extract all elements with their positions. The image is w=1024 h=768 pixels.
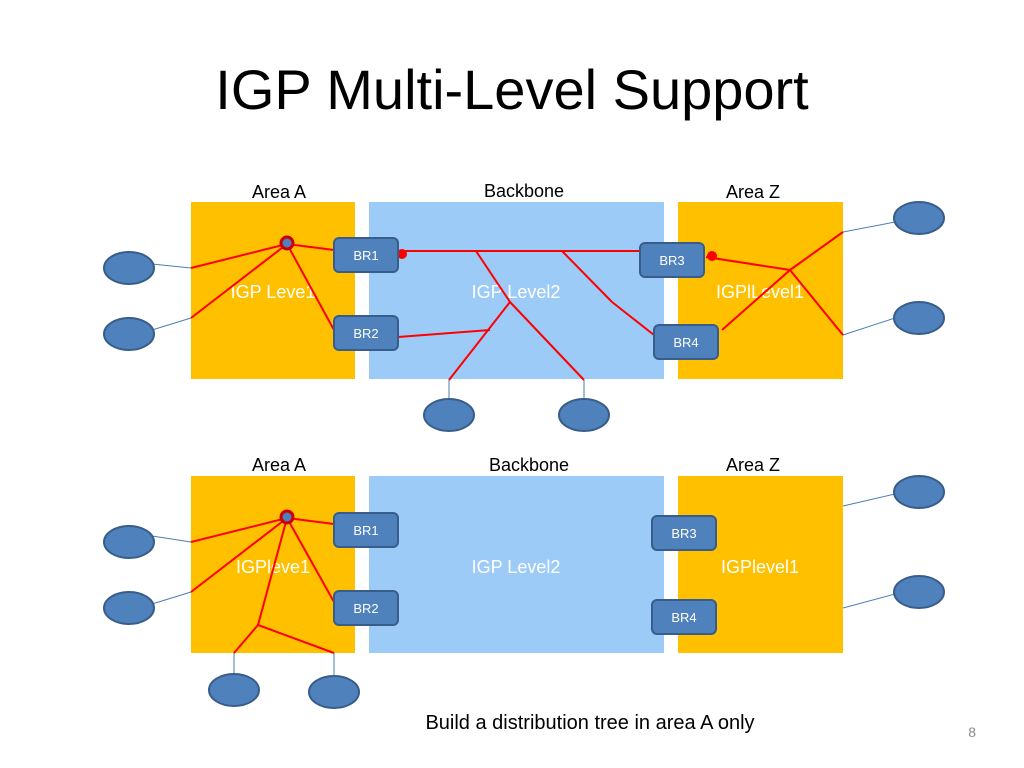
junction-dot	[707, 251, 717, 261]
access-link	[842, 221, 896, 233]
router-br3[interactable]: BR3	[639, 242, 705, 278]
host-node	[893, 575, 945, 609]
tree-line	[611, 301, 655, 336]
backbone-inner-label: IGP Level2	[472, 557, 561, 577]
tree-line	[190, 517, 288, 543]
router-label: BR2	[353, 326, 378, 341]
page-number: 8	[968, 724, 976, 740]
access-link	[842, 593, 896, 609]
access-link	[842, 493, 896, 507]
end-hosts	[103, 201, 945, 432]
router-label: BR2	[353, 601, 378, 616]
tree-line	[705, 256, 791, 271]
tree-line	[789, 231, 844, 271]
access-link	[151, 535, 192, 543]
host-node	[208, 673, 260, 707]
router-br1[interactable]: BR1	[333, 512, 399, 548]
area-a-heading: Area A	[252, 182, 306, 202]
area-z-inner-label: IGPlLevel1	[716, 282, 804, 302]
tree-line	[721, 269, 791, 331]
host-node	[893, 475, 945, 509]
area-z-heading: Area Z	[726, 455, 780, 475]
backbone-zone	[369, 476, 664, 653]
router-br4[interactable]: BR4	[653, 324, 719, 360]
backbone-zone	[369, 202, 664, 379]
area-a-zone	[191, 202, 355, 379]
area-z-heading: Area Z	[726, 182, 780, 202]
tree-line	[475, 250, 511, 303]
backbone-heading: Backbone	[489, 455, 569, 475]
host-node	[103, 317, 155, 351]
access-link	[842, 317, 896, 336]
tree-line	[190, 243, 288, 269]
distribution-tree	[190, 231, 844, 381]
router-br2[interactable]: BR2	[333, 315, 399, 351]
area-a-heading: Area A	[252, 455, 306, 475]
host-node	[103, 251, 155, 285]
diagram-top: IGP Leve1 IGP Level2 IGPlLevel1 Area A B…	[103, 181, 945, 432]
end-hosts	[103, 475, 945, 709]
router-label: BR1	[353, 248, 378, 263]
host-node	[558, 398, 610, 432]
router-br2[interactable]: BR2	[333, 590, 399, 626]
access-link	[151, 317, 192, 331]
router-br1[interactable]: BR1	[333, 237, 399, 273]
access-links	[151, 221, 896, 402]
host-node	[893, 301, 945, 335]
router-br3[interactable]: BR3	[651, 515, 717, 551]
area-z-inner-label: IGPlevel1	[721, 557, 799, 577]
host-node	[893, 201, 945, 235]
tree-line	[257, 624, 335, 654]
router-label: BR1	[353, 523, 378, 538]
router-label: BR4	[673, 335, 698, 350]
backbone-inner-label: IGP Level2	[472, 282, 561, 302]
tree-line	[286, 243, 335, 331]
junction-dot	[279, 509, 295, 525]
host-node	[103, 525, 155, 559]
router-label: BR4	[671, 610, 696, 625]
tree-line	[257, 517, 288, 626]
tree-line	[286, 517, 335, 603]
tree-line	[286, 517, 335, 525]
tree-line	[286, 243, 335, 251]
junction-dot	[279, 235, 295, 251]
slide-title: IGP Multi-Level Support	[215, 58, 809, 121]
area-a-zone	[191, 476, 355, 653]
diagram-bottom: IGPleve1 IGP Level2 IGPlevel1 Area A Bac…	[103, 455, 945, 709]
distribution-tree	[190, 517, 335, 654]
access-link	[151, 263, 192, 269]
backbone-heading: Backbone	[484, 181, 564, 201]
router-br4[interactable]: BR4	[651, 599, 717, 635]
router-label: BR3	[671, 526, 696, 541]
tree-line	[448, 301, 511, 381]
tree-line	[397, 329, 491, 338]
router-label: BR3	[659, 253, 684, 268]
access-links	[151, 493, 896, 678]
tree-line	[789, 269, 844, 336]
host-node	[423, 398, 475, 432]
host-node	[103, 591, 155, 625]
slide-caption: Build a distribution tree in area A only	[425, 712, 755, 734]
tree-line	[561, 250, 613, 303]
tree-line	[190, 517, 288, 593]
tree-line	[190, 243, 288, 319]
tree-line	[509, 301, 585, 381]
tree-line	[233, 624, 259, 654]
area-a-inner-label: IGP Leve1	[231, 282, 316, 302]
junction-dot	[397, 249, 407, 259]
host-node	[308, 675, 360, 709]
access-link	[151, 591, 192, 605]
